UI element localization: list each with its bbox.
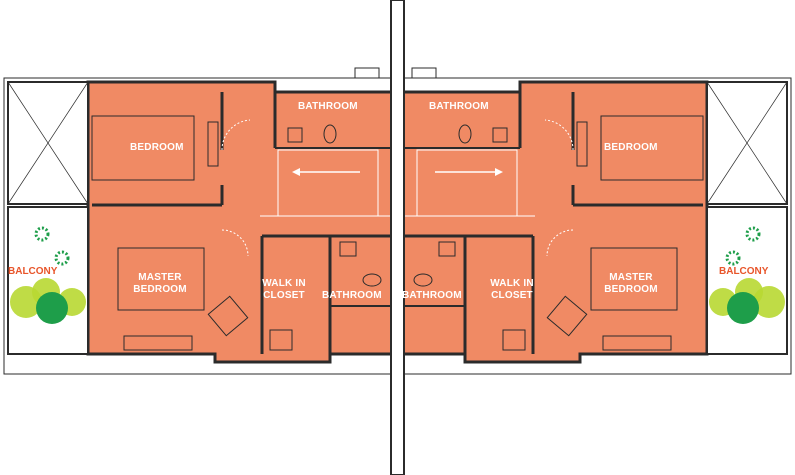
left-balcony-plants bbox=[10, 226, 86, 324]
right-master-bedroom-label: MASTER BEDROOM bbox=[604, 272, 658, 295]
right-walk-in-closet-label: WALK IN CLOSET bbox=[490, 278, 534, 301]
left-bathroom-bottom-label: BATHROOM bbox=[322, 290, 382, 301]
right-balcony-label: BALCONY bbox=[719, 266, 769, 277]
right-bathroom-top-label: BATHROOM bbox=[429, 101, 489, 112]
left-walk-in-closet-label: WALK IN CLOSET bbox=[262, 278, 306, 301]
right-unit bbox=[401, 77, 792, 375]
left-unit bbox=[3, 77, 394, 375]
party-wall bbox=[390, 0, 405, 475]
left-floor bbox=[86, 80, 394, 364]
stair-arrow-left bbox=[292, 168, 360, 176]
stair-arrow-right bbox=[435, 168, 503, 176]
left-bedroom-label: BEDROOM bbox=[130, 142, 184, 153]
right-balcony-plants bbox=[709, 226, 785, 324]
right-bedroom-label: BEDROOM bbox=[604, 142, 658, 153]
left-balcony-label: BALCONY bbox=[8, 266, 58, 277]
right-bathroom-bottom-label: BATHROOM bbox=[402, 290, 462, 301]
left-bathroom-top-label: BATHROOM bbox=[298, 101, 358, 112]
left-master-bedroom-label: MASTER BEDROOM bbox=[133, 272, 187, 295]
